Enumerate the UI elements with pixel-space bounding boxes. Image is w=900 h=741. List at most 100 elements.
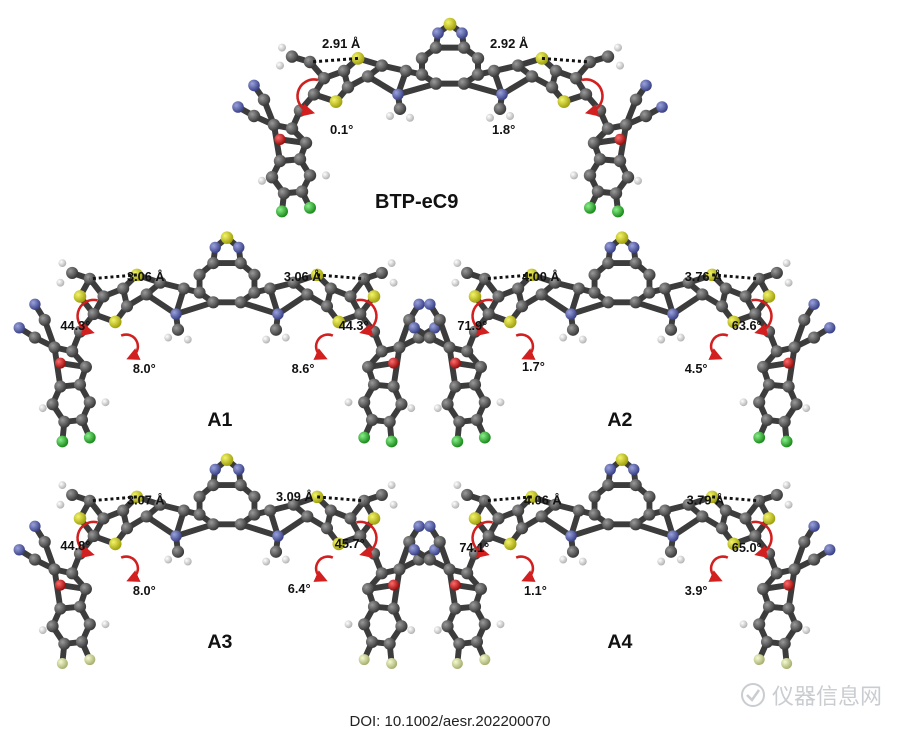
sulfur-atom	[332, 537, 345, 551]
hydrogen-atom	[387, 481, 396, 490]
carbon-atom	[482, 530, 495, 543]
molecule-a4	[408, 453, 836, 669]
carbon-atom	[659, 504, 672, 517]
carbon-atom	[423, 331, 436, 344]
carbon-atom	[461, 345, 474, 358]
hydrogen-atom	[657, 557, 666, 566]
molecule-btp-ec9	[232, 17, 668, 218]
hydrogen-atom	[453, 481, 462, 490]
hydrogen-atom	[634, 176, 642, 185]
hydrogen-atom	[101, 620, 110, 629]
dihedral-angle-right-2: 4.5°	[685, 361, 708, 376]
carbon-atom	[324, 504, 337, 517]
carbon-atom	[387, 380, 400, 393]
dihedral-angle-left-1: 74.1°	[459, 540, 489, 555]
carbon-atom	[354, 530, 367, 543]
bond	[568, 299, 612, 318]
carbon-atom	[66, 345, 79, 358]
carbon-atom	[358, 272, 371, 285]
carbon-atom	[696, 510, 709, 523]
carbon-atom	[344, 290, 357, 303]
carbon-atom	[171, 545, 185, 558]
chlorine-atom	[612, 205, 624, 218]
carbon-atom	[478, 396, 491, 409]
carbon-atom	[602, 479, 615, 492]
carbon-atom	[629, 479, 642, 492]
carbon-atom	[247, 109, 261, 123]
hydrogen-atom	[578, 335, 587, 344]
nitrogen-atom	[232, 101, 244, 113]
distance-left: 3.06 Å	[127, 269, 165, 284]
carbon-atom	[433, 313, 446, 327]
fluorine-atom	[781, 657, 793, 669]
carbon-atom	[429, 77, 443, 90]
hydrogen-atom	[281, 555, 290, 564]
dihedral-angle-right-2: 3.9°	[685, 583, 708, 598]
carbon-atom	[87, 530, 100, 543]
carbon-atom	[415, 68, 429, 81]
carbon-atom	[719, 282, 732, 295]
distance-left: 2.91 Å	[322, 36, 361, 51]
carbon-atom	[58, 415, 71, 428]
nitrogen-atom	[13, 544, 25, 556]
carbon-atom	[375, 567, 388, 580]
carbon-atom	[117, 504, 130, 517]
hydrogen-atom	[262, 335, 271, 344]
carbon-atom	[83, 618, 96, 631]
carbon-atom	[393, 563, 406, 576]
carbon-atom	[287, 276, 300, 289]
nitrogen-atom	[496, 88, 508, 101]
noncovalent-contact-line	[484, 495, 532, 503]
carbon-atom	[782, 380, 795, 393]
carbon-atom	[682, 498, 695, 511]
carbon-atom	[387, 602, 400, 615]
sulfur-atom	[504, 537, 517, 551]
atoms	[13, 231, 441, 448]
noncovalent-contact-line	[484, 273, 532, 281]
nitrogen-atom	[272, 530, 284, 542]
dihedral-angle-right: 1.8°	[492, 122, 515, 137]
carbon-atom	[66, 567, 79, 580]
rotation-arrow-icon	[471, 520, 493, 559]
carbon-atom	[75, 413, 89, 426]
sulfur-atom	[727, 315, 740, 329]
rotation-arrow-icon	[356, 298, 378, 337]
carbon-atom	[267, 118, 281, 132]
nitrogen-atom	[824, 544, 836, 556]
carbon-atom	[790, 398, 803, 411]
nitrogen-atom	[628, 241, 640, 254]
carbon-atom	[415, 52, 429, 65]
carbon-atom	[470, 413, 484, 426]
carbon-atom	[393, 341, 406, 354]
hydrogen-atom	[387, 259, 396, 268]
oxygen-atom	[274, 133, 286, 145]
carbon-atom	[248, 508, 261, 521]
carbon-atom	[461, 567, 474, 580]
carbon-atom	[719, 504, 732, 517]
hydrogen-atom	[784, 278, 793, 287]
hydrogen-atom	[183, 557, 192, 566]
carbon-atom	[639, 109, 653, 123]
carbon-atom	[808, 331, 821, 344]
dihedral-angle-left-2: 1.7°	[522, 359, 545, 374]
hydrogen-atom	[433, 404, 442, 413]
carbon-atom	[423, 553, 436, 566]
nitrogen-atom	[13, 322, 25, 334]
nitrogen-atom	[272, 308, 284, 320]
carbon-atom	[782, 602, 795, 615]
carbon-atom	[696, 288, 709, 301]
dihedral-angle-right-2: 6.4°	[288, 581, 311, 596]
carbon-atom	[591, 185, 605, 198]
carbon-atom	[58, 637, 71, 650]
carbon-atom	[362, 360, 375, 374]
hydrogen-atom	[433, 626, 442, 635]
hydrogen-atom	[281, 333, 290, 342]
carbon-atom	[443, 341, 456, 354]
fluorine-atom	[56, 657, 68, 669]
carbon-atom	[474, 360, 487, 374]
carbon-atom	[443, 563, 456, 576]
carbon-atom	[367, 600, 381, 613]
carbon-atom	[643, 508, 656, 521]
carbon-atom	[441, 620, 454, 633]
carbon-atom	[48, 341, 61, 354]
